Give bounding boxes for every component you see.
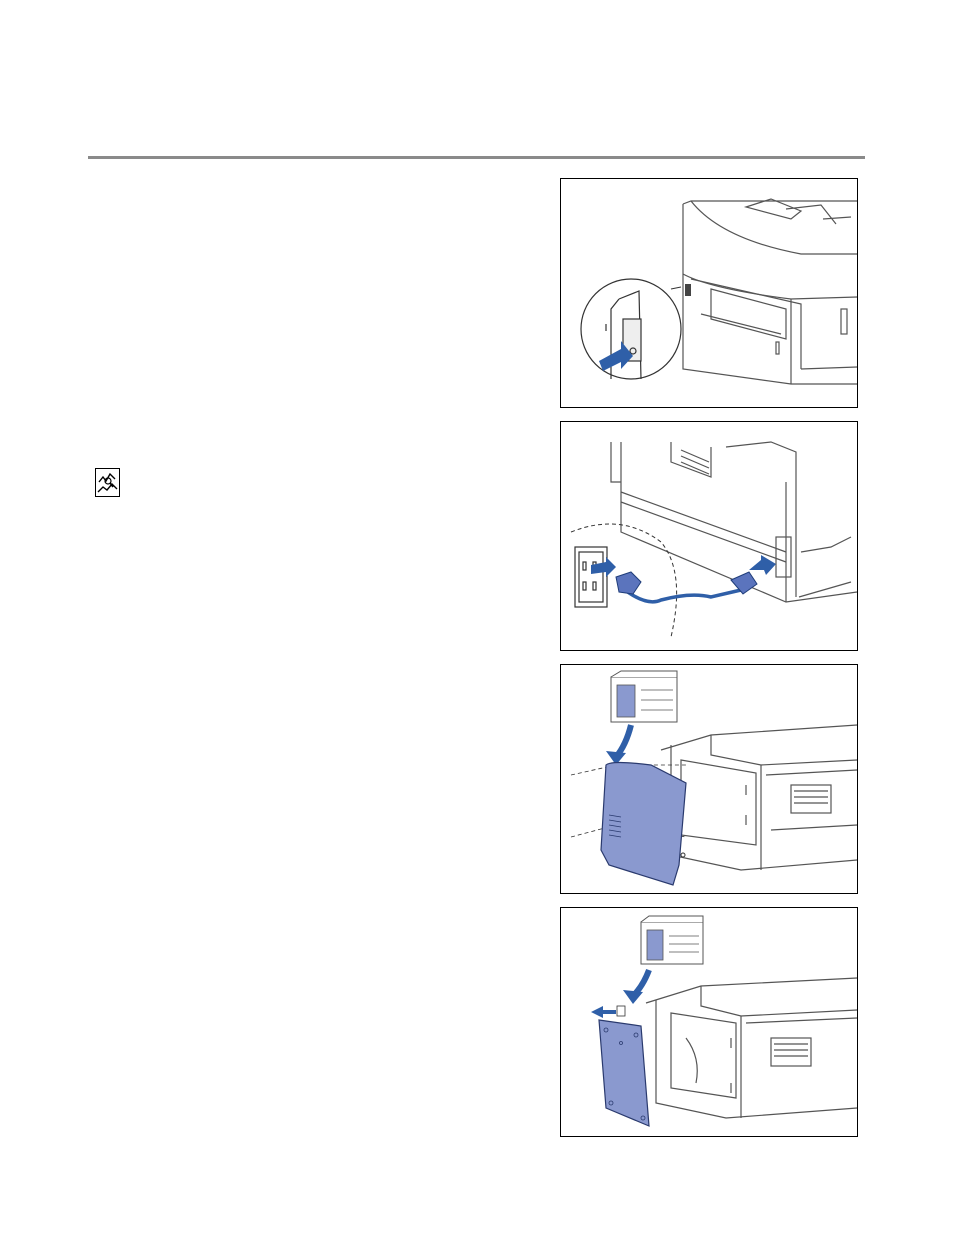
plug-icon (616, 572, 641, 594)
access-plate (599, 1020, 649, 1126)
header-rule (88, 156, 865, 159)
side-cover (601, 763, 686, 886)
unplug-power-cord-illustration (560, 421, 858, 651)
remove-side-cover-illustration (560, 664, 858, 894)
remove-arrow-icon (616, 725, 631, 757)
switch-location-marker (685, 284, 691, 296)
printer-access-plate-image (561, 908, 857, 1136)
screw-arrow-icon (591, 1006, 616, 1018)
note-icon (95, 468, 120, 497)
power-switch-off-illustration (560, 178, 858, 408)
remove-access-plate-illustration (560, 907, 858, 1137)
pull-arrow-icon-2 (749, 555, 776, 575)
power-cord (621, 587, 741, 602)
power-cord-outlet-image (561, 422, 857, 650)
wall-outlet-icon (575, 547, 607, 607)
printer-side-cover-image (561, 665, 857, 893)
printer-power-switch-image (561, 179, 857, 407)
